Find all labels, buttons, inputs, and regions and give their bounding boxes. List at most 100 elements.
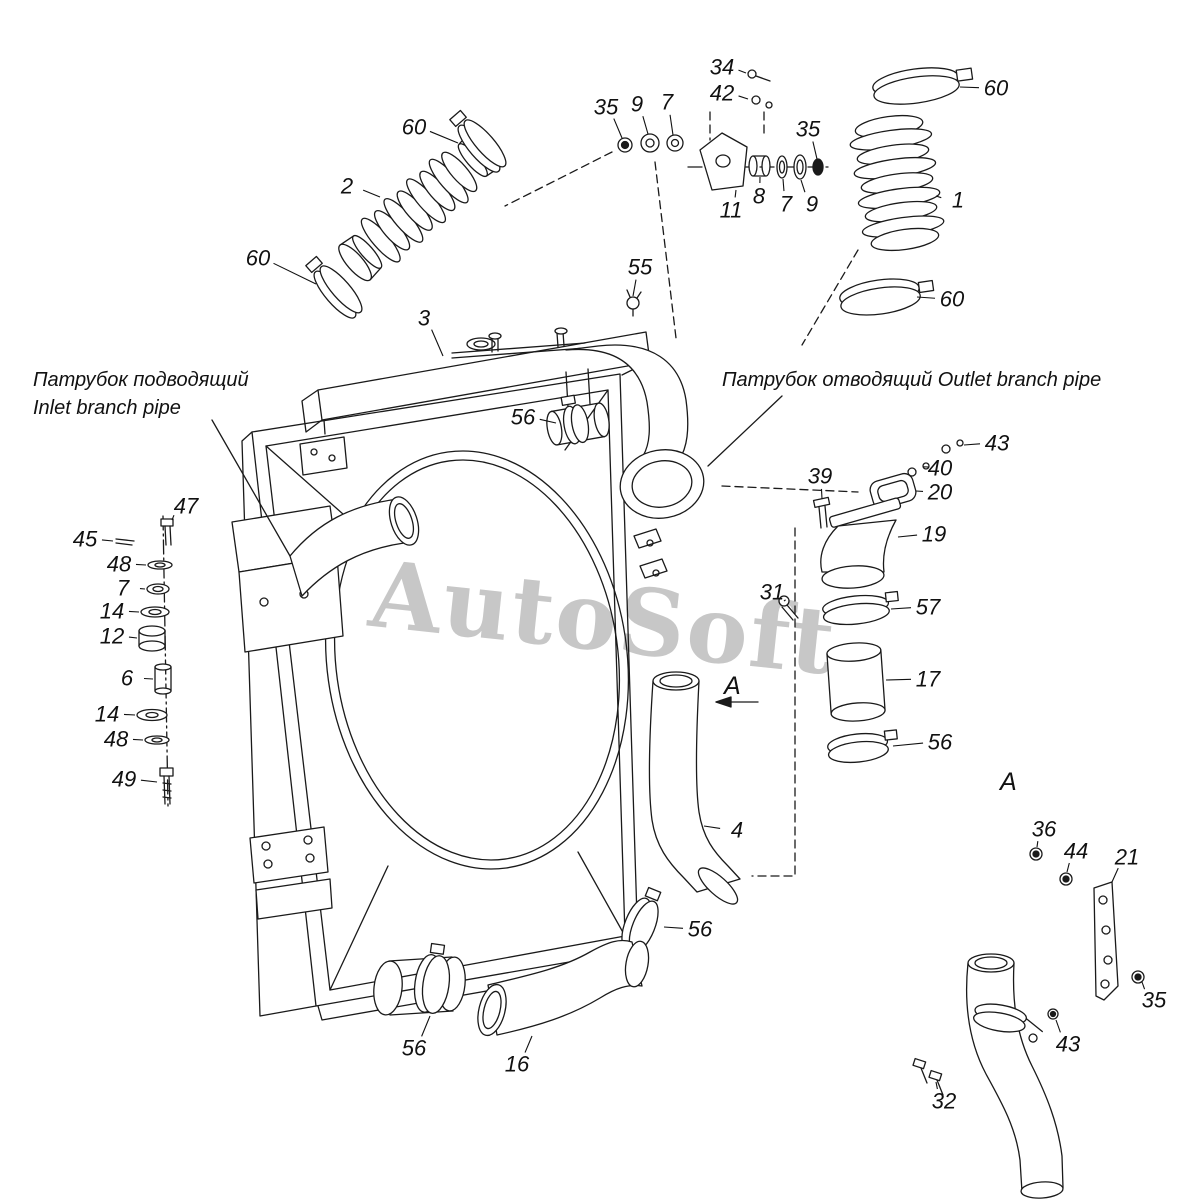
leader-line-11 [734, 189, 737, 198]
callout-14: 14 [95, 702, 119, 727]
leader-line-4 [703, 825, 721, 829]
part-7-washer-b [776, 155, 788, 179]
leader-line-43 [963, 443, 981, 446]
leader-line-16 [524, 1035, 533, 1053]
part-56-clamp-right [827, 729, 898, 764]
part-14-washer [140, 606, 170, 618]
part-32-bolts [912, 1057, 944, 1096]
callout-56: 56 [688, 917, 713, 942]
callout-32: 32 [932, 1089, 956, 1114]
part-57-clamp [822, 590, 899, 626]
leader-line-56 [892, 742, 924, 747]
leader-line-3 [431, 329, 444, 357]
leader-line-48 [132, 738, 144, 741]
callout-56: 56 [511, 405, 536, 430]
leader-line-60 [273, 262, 317, 285]
part-60-clamp-d [839, 278, 935, 316]
part-49-bolt [159, 767, 174, 805]
callout-20: 20 [927, 480, 953, 505]
callout-21: 21 [1114, 845, 1139, 870]
callout-31: 31 [760, 580, 784, 605]
part-60-clamp-a [449, 109, 507, 173]
right-edge-brackets [633, 528, 668, 579]
part-16-pipe [477, 939, 650, 1037]
leader-line-47 [171, 514, 175, 521]
leader-line-45 [101, 539, 114, 542]
callout-35: 35 [1142, 988, 1167, 1013]
part-35-nut-b [812, 158, 824, 176]
callout-11: 11 [720, 198, 743, 223]
leader-line-6 [143, 677, 154, 680]
leader-line-9 [642, 116, 649, 135]
callout-7: 7 [117, 576, 130, 601]
leader-line-32 [935, 1081, 938, 1090]
callout-35: 35 [594, 95, 619, 120]
callout-45: 45 [73, 527, 98, 552]
leader-line-48 [135, 563, 147, 566]
leader-line-39 [820, 488, 823, 500]
leader-line-55 [632, 279, 637, 297]
part-21-bracket [1093, 881, 1119, 1001]
callout-7: 7 [780, 192, 793, 217]
part-60-clamp-b [305, 255, 363, 319]
part-9-washer-b [793, 154, 807, 180]
callout-55: 55 [628, 255, 653, 280]
callout-43: 43 [1056, 1032, 1081, 1057]
left-hardware [115, 518, 174, 805]
leader-line-60 [959, 86, 980, 89]
view-a-pipe [965, 953, 1064, 1199]
part-14-washer-b [136, 708, 168, 722]
callout-2: 2 [340, 174, 353, 199]
part-7-washer-c [146, 583, 170, 595]
leader-line-7 [782, 178, 785, 192]
callout-6: 6 [121, 666, 134, 691]
callout-48: 48 [104, 727, 129, 752]
callout-12: 12 [100, 624, 124, 649]
part-35-nut [617, 137, 633, 153]
callout-42: 42 [710, 81, 734, 106]
callout-47: 47 [174, 494, 199, 519]
callout-43: 43 [985, 431, 1010, 456]
part-55-clamp [626, 289, 642, 317]
callout-60: 60 [246, 246, 271, 271]
part-39-bolt [812, 496, 831, 529]
callout-49: 49 [112, 767, 136, 792]
callout-9: 9 [631, 92, 643, 117]
inlet-label-en: Inlet branch pipe [33, 397, 181, 419]
callout-14: 14 [100, 599, 124, 624]
leader-line-19 [897, 534, 918, 538]
part-43-nut-b [1047, 1008, 1059, 1020]
leader-line-9 [800, 179, 806, 193]
callout-4: 4 [731, 818, 743, 843]
part-12-bushing [138, 625, 166, 652]
bottom-outlet-stub [373, 942, 466, 1016]
leader-line-21 [1111, 867, 1119, 883]
inlet-label-ru: Патрубок подводящий [33, 369, 249, 391]
right-elbow-chain [778, 439, 964, 764]
top-hardware [617, 69, 824, 191]
upper-left-bracket [299, 436, 348, 476]
part-9-washer [640, 133, 660, 153]
fan-shroud-ring [324, 450, 630, 870]
part-48-washer [147, 560, 173, 570]
leader-line-42 [738, 95, 749, 100]
leader-line-17 [885, 678, 912, 681]
inlet-branch-pipe-label: Патрубок подводящий Inlet branch pipe [33, 366, 249, 422]
part-6-spacer [154, 663, 172, 695]
part-48-washer-b [144, 735, 170, 745]
callout-3: 3 [418, 306, 431, 331]
leader-line-2 [362, 189, 381, 198]
part-42-washer [751, 95, 773, 109]
leader-line-35 [812, 141, 818, 160]
part-8-spacer [748, 155, 771, 177]
outlet-branch-pipe [546, 344, 705, 519]
callout-40: 40 [928, 456, 953, 481]
part-7-washer [666, 134, 684, 152]
leader-line-14 [123, 713, 136, 716]
callout-57: 57 [916, 595, 941, 620]
inlet-branch-pipe [289, 496, 420, 597]
callout-60: 60 [984, 76, 1009, 101]
callout-60: 60 [940, 287, 965, 312]
leader-line-35 [613, 118, 623, 139]
